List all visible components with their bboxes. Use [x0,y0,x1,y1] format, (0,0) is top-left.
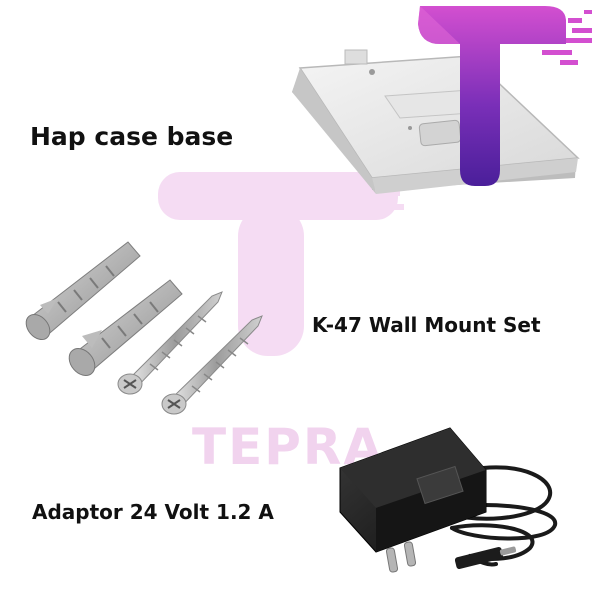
case-base-label: Hap case base [30,122,234,151]
wall-plug-1 [25,241,141,341]
adaptor-label: Adaptor 24 Volt 1.2 A [32,500,274,524]
screw-1 [117,291,223,395]
wall-mount-label: K-47 Wall Mount Set [312,313,541,337]
screw-2 [161,315,263,415]
wall-plug-2 [68,279,183,376]
